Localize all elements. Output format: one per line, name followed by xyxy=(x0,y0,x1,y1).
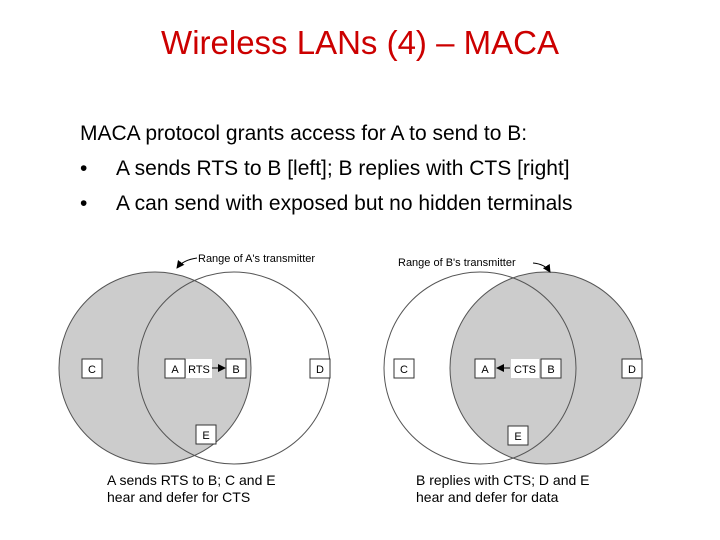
range-arrow-left xyxy=(176,257,198,269)
caption-left-line1: A sends RTS to B; C and E xyxy=(107,472,276,488)
range-label-right: Range of B's transmitter xyxy=(398,257,516,269)
range-arrow-right xyxy=(532,262,551,273)
node-d-left: D xyxy=(309,358,331,379)
svg-text:C: C xyxy=(88,364,96,376)
svg-text:CTS: CTS xyxy=(514,364,536,376)
slide-title: Wireless LANs (4) – MACA xyxy=(161,24,559,61)
node-a-left: A xyxy=(164,358,186,379)
svg-text:E: E xyxy=(202,430,209,442)
bullet-1: • A sends RTS to B [left]; B replies with… xyxy=(80,151,572,186)
node-b-left: B xyxy=(225,358,247,379)
bullet-2: • A can send with exposed but no hidden t… xyxy=(80,186,572,221)
svg-text:A: A xyxy=(171,364,179,376)
intro-line: MACA protocol grants access for A to sen… xyxy=(80,122,528,145)
svg-text:RTS: RTS xyxy=(188,364,210,376)
node-e-left: E xyxy=(195,424,217,445)
svg-text:B: B xyxy=(547,364,554,376)
diagram-right: Range of B's transmitter C A CTS B D E xyxy=(383,257,643,465)
node-c-right: C xyxy=(393,358,415,379)
caption-right: B replies with CTS; D and E hear and def… xyxy=(416,472,590,506)
range-label-left: Range of A's transmitter xyxy=(198,253,315,265)
svg-text:B: B xyxy=(232,364,239,376)
svg-text:E: E xyxy=(514,431,521,443)
caption-right-line1: B replies with CTS; D and E xyxy=(416,472,590,488)
rts-message: RTS xyxy=(186,359,226,378)
slide-body: MACA protocol grants access for A to sen… xyxy=(80,116,572,221)
diagram-left: Range of A's transmitter C A RTS B D E xyxy=(58,253,331,465)
cts-message: CTS xyxy=(496,359,539,378)
caption-left: A sends RTS to B; C and E hear and defer… xyxy=(107,472,276,506)
range-circle-a xyxy=(58,271,252,465)
svg-text:A: A xyxy=(481,364,489,376)
bullet-2-symbol: • xyxy=(80,192,88,215)
node-c-left: C xyxy=(81,358,103,379)
svg-text:D: D xyxy=(316,364,324,376)
svg-text:D: D xyxy=(628,364,636,376)
svg-text:C: C xyxy=(400,364,408,376)
node-b-right: B xyxy=(540,358,562,379)
node-a-right: A xyxy=(474,358,496,379)
node-e-right: E xyxy=(507,425,529,446)
bullet-1-text: A sends RTS to B [left]; B replies with … xyxy=(116,157,570,180)
bullet-2-text: A can send with exposed but no hidden te… xyxy=(116,192,573,215)
node-d-right: D xyxy=(621,358,643,379)
range-circle-a-right xyxy=(383,271,577,465)
caption-right-line2: hear and defer for data xyxy=(416,489,559,505)
bullet-1-symbol: • xyxy=(80,157,88,180)
caption-left-line2: hear and defer for CTS xyxy=(107,489,251,505)
